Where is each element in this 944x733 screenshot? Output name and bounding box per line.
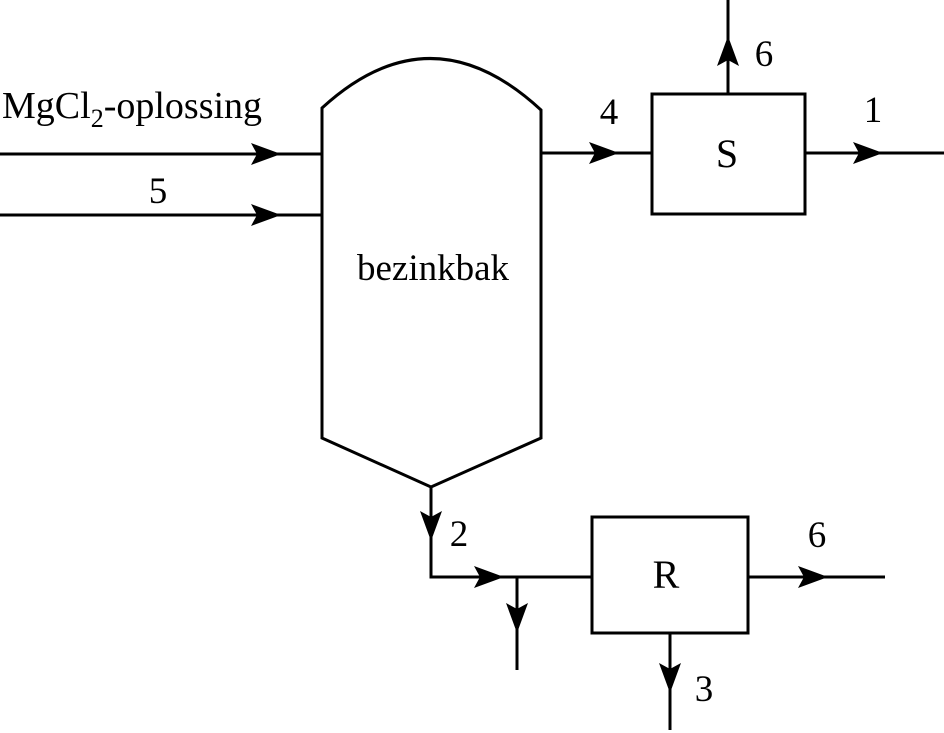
stream-5-label: 5	[149, 171, 168, 212]
feed-label-suffix: -oplossing	[104, 85, 262, 127]
stream-1-label: 1	[864, 90, 883, 131]
stream-4-arrowhead-icon	[589, 142, 619, 164]
settling-tank-vessel	[320, 57, 543, 489]
stream-3-label: 3	[695, 669, 714, 710]
stream-6-reactor-arrowhead-icon	[798, 566, 828, 588]
stream-6-separator-arrowhead-icon	[717, 36, 739, 66]
stream-4-label: 4	[600, 92, 619, 133]
feed-label-prefix: MgCl	[2, 85, 91, 127]
stream-2-label: 2	[450, 514, 469, 555]
stream-5-arrowhead-icon	[251, 204, 281, 226]
vessel-label: bezinkbak	[357, 248, 510, 289]
reactor-unit-label: R	[653, 552, 680, 597]
feed-label: MgCl2-oplossing	[2, 85, 262, 133]
stream-2-down-arrowhead-icon	[420, 511, 442, 541]
stream-6-reactor-label: 6	[808, 515, 827, 556]
separator-unit-label: S	[716, 131, 738, 176]
stream-3-arrowhead-icon	[659, 663, 681, 693]
stream-2-right-arrowhead-icon	[474, 566, 504, 588]
stream-1-arrowhead-icon	[853, 142, 883, 164]
feed-label-subscript: 2	[91, 104, 104, 133]
stream-6-separator-label: 6	[755, 34, 774, 75]
purge-branch-arrowhead-icon	[506, 603, 528, 633]
feed-mgcl2-arrowhead-icon	[251, 143, 281, 165]
